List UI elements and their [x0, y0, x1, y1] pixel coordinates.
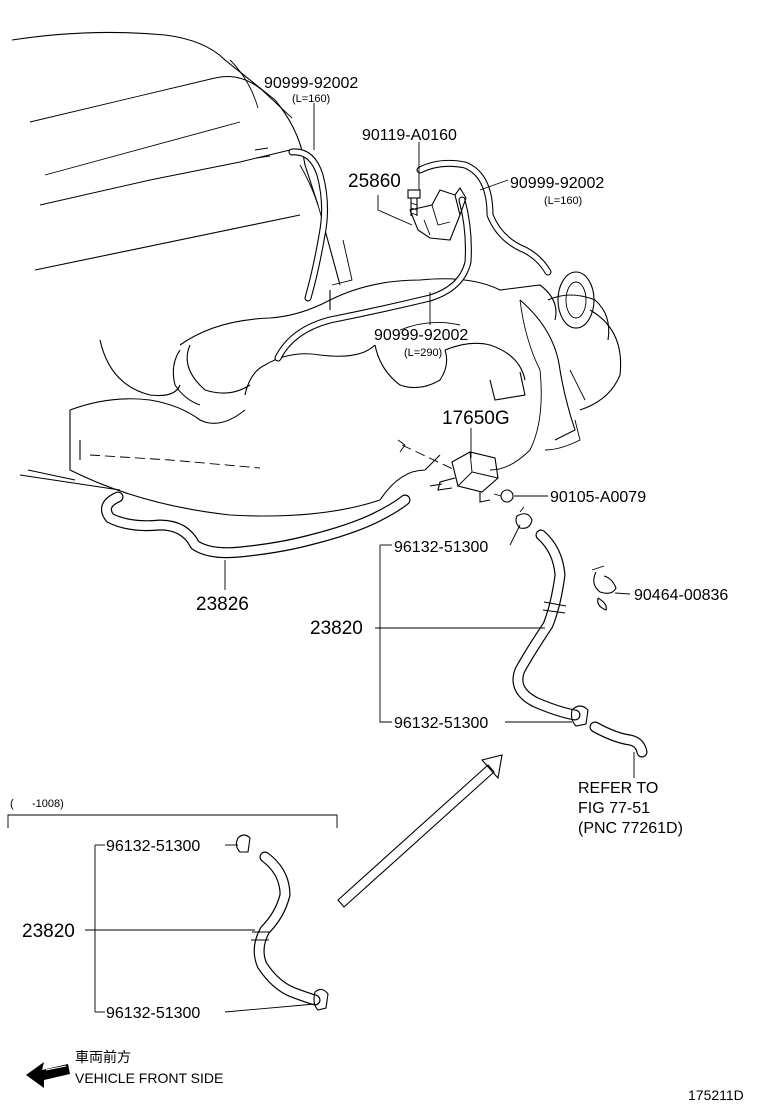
label-hose-top-right-len: (L=160) [544, 195, 582, 207]
label-hose-top-left: 90999-92002 [264, 75, 358, 92]
inset-label-clip-upper: 96132-51300 [106, 838, 200, 855]
label-clamp: 90464-00836 [634, 587, 728, 604]
clip-96132-lower [570, 705, 589, 727]
screw-90105 [493, 489, 514, 503]
label-clip-upper: 96132-51300 [394, 539, 488, 556]
inset-range: ( -1008) [10, 798, 64, 810]
label-clip-lower: 96132-51300 [394, 715, 488, 732]
label-hose-mid-len: (L=290) [404, 347, 442, 359]
inset-panel [7, 814, 338, 1013]
refer-line-2: FIG 77-51 [578, 800, 650, 817]
label-bracket: 25860 [348, 171, 401, 192]
legend-english: VEHICLE FRONT SIDE [75, 1070, 223, 1086]
refer-line-3: (PNC 77261D) [578, 820, 683, 837]
label-hose-front: 23826 [196, 594, 249, 615]
hose-23826 [100, 491, 411, 559]
label-screw: 90105-A0079 [550, 489, 646, 506]
vsv-17650G [397, 439, 499, 503]
label-bolt: 90119-A0160 [362, 127, 457, 144]
hose-90999-92002-mid [274, 196, 472, 362]
label-hose-top-right: 90999-92002 [510, 175, 604, 192]
clamp-90464 [591, 565, 617, 611]
label-vsv: 17650G [442, 408, 510, 429]
label-hose-mid: 90999-92002 [374, 327, 468, 344]
front-arrow-icon [26, 1062, 70, 1088]
clip-96132-upper [515, 506, 533, 529]
hose-90999-92002-left [288, 148, 329, 302]
refer-line-1: REFER TO [578, 780, 658, 797]
hose-90999-92002-right [416, 159, 552, 276]
inset-label-clip-lower: 96132-51300 [106, 1005, 200, 1022]
leader-lines [224, 103, 635, 778]
inset-label-hose-assy: 23820 [22, 921, 75, 942]
direction-arrow [337, 754, 503, 908]
label-hose-assy: 23820 [310, 618, 363, 639]
hose-23820 [512, 529, 581, 721]
label-hose-top-left-len: (L=160) [292, 93, 330, 105]
bracket-25860 [409, 186, 467, 241]
figure-id: 175211D [688, 1087, 744, 1103]
legend-japanese: 車両前方 [75, 1049, 131, 1065]
hose-continuation [589, 721, 648, 758]
bolt-90119 [407, 189, 421, 216]
